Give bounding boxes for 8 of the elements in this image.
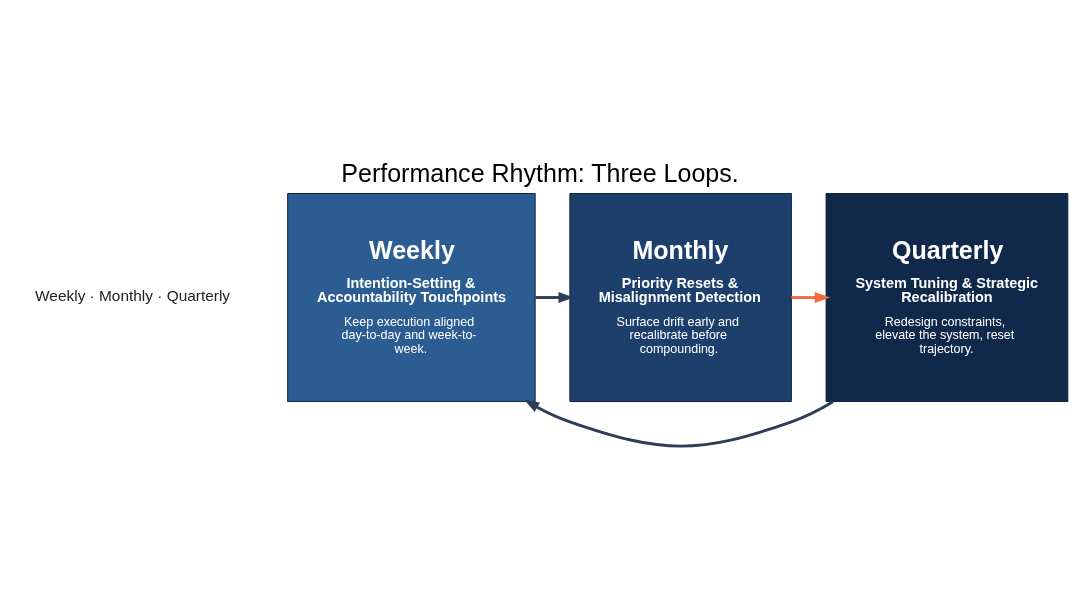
node-box: Monthly Priority Resets & Misalignment Detection Surface drift early and recalibrate before compounding. bbox=[569, 192, 792, 402]
label: Weekly · Monthly · Quarterly bbox=[35, 286, 231, 304]
node-box: Weekly Intention-Setting & Accountability Touchpoints Keep execution aligned day-to-day and week-to-week. bbox=[287, 192, 536, 402]
node-box: Quarterly System Tuning & Strategic Recalibration Redesign constraints, elevate the system, reset trajectory. bbox=[825, 192, 1069, 402]
arrow bbox=[523, 399, 834, 448]
arrow bbox=[791, 291, 831, 303]
diagram-title: Performance Rhythm: Three Loops. bbox=[341, 158, 739, 187]
arrow bbox=[535, 291, 574, 303]
